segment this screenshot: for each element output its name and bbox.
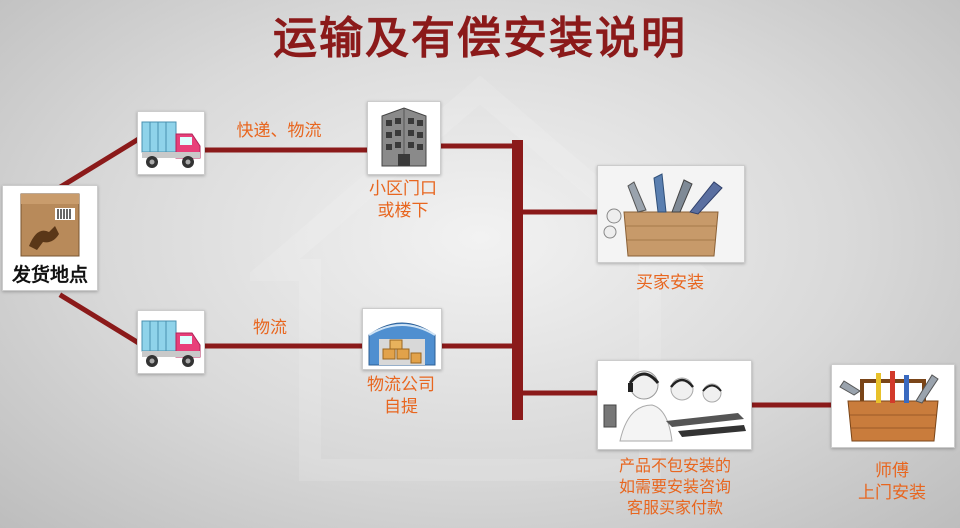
toolbox-icon	[839, 371, 939, 442]
truck-icon	[141, 320, 201, 367]
origin-label: 发货地点	[11, 264, 88, 286]
customer-service-icon	[603, 370, 746, 442]
technician-label-line: 上门安装	[858, 483, 926, 503]
consult-label-line: 如需要安装咨询	[618, 477, 731, 496]
buyer-install-label: 买家安装	[636, 273, 704, 293]
express-route-label: 快递、物流	[236, 121, 322, 141]
buyer-install-box	[597, 165, 745, 263]
page-title: 运输及有偿安装说明	[273, 13, 687, 64]
consult-label-line: 客服买家付款	[626, 498, 723, 517]
consult-label-line: 产品不包安装的	[618, 456, 731, 475]
doorstep-label-line: 小区门口	[369, 179, 437, 199]
building-icon	[381, 107, 427, 167]
bus-bar	[512, 140, 523, 420]
pickup-label-line: 物流公司	[367, 375, 435, 395]
freight-truck-box	[137, 310, 205, 374]
connector-origin-express	[58, 136, 141, 190]
doorstep-label: 小区门口 或楼下	[346, 178, 460, 222]
consult-label: 产品不包安装的 如需要安装咨询 客服买家付款	[590, 455, 760, 518]
origin-box	[2, 185, 98, 291]
package-icon	[20, 193, 80, 257]
doorstep-box	[367, 101, 441, 175]
technician-box	[831, 364, 955, 448]
doorstep-label-line: 或楼下	[377, 201, 429, 221]
technician-label-line: 师傅	[875, 461, 909, 481]
pickup-label: 物流公司 自提	[344, 374, 458, 418]
pickup-label-line: 自提	[384, 397, 418, 417]
truck-icon	[141, 121, 201, 168]
consult-box	[597, 360, 752, 450]
warehouse-icon	[368, 322, 436, 366]
connector-origin-freight	[58, 292, 141, 346]
toolbox-icon	[603, 173, 723, 257]
pickup-box	[362, 308, 442, 370]
technician-label: 师傅 上门安装	[832, 460, 952, 504]
express-truck-box	[137, 111, 205, 175]
freight-route-label: 物流	[253, 318, 287, 338]
